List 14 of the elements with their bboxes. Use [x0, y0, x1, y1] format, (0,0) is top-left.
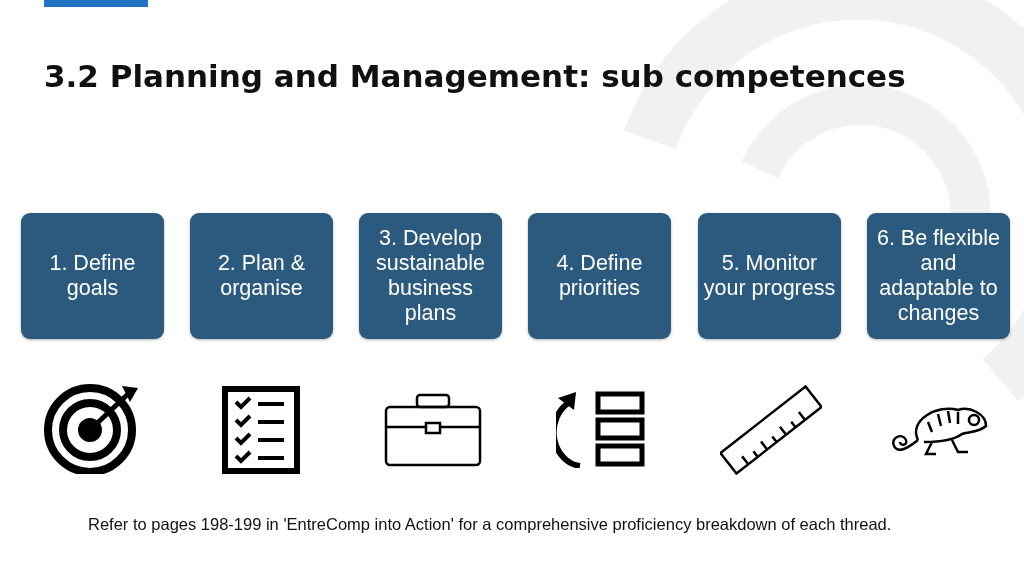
competence-box	[190, 213, 333, 339]
competence-label: 6. Be flexible and adaptable to changes	[875, 226, 1002, 326]
competence-box	[359, 213, 502, 339]
competence-label: 2. Plan & organise	[216, 251, 307, 301]
competence-label: 3. Develop sustainable business plans	[375, 226, 486, 326]
competence-label: 5. Monitor your progress	[702, 251, 837, 301]
competence-label: 4. Define priorities	[555, 251, 644, 301]
competence-box	[698, 213, 841, 339]
competence-box	[867, 213, 1010, 339]
competence-box	[528, 213, 671, 339]
competence-label: 1. Define goals	[48, 251, 137, 301]
slide-title: 3.2 Planning and Management: sub competences	[44, 58, 906, 94]
footnote: Refer to pages 198-199 in 'EntreComp into Action' for a comprehensive proficiency breakdown of each thread.	[88, 515, 892, 534]
competence-box	[21, 213, 164, 339]
